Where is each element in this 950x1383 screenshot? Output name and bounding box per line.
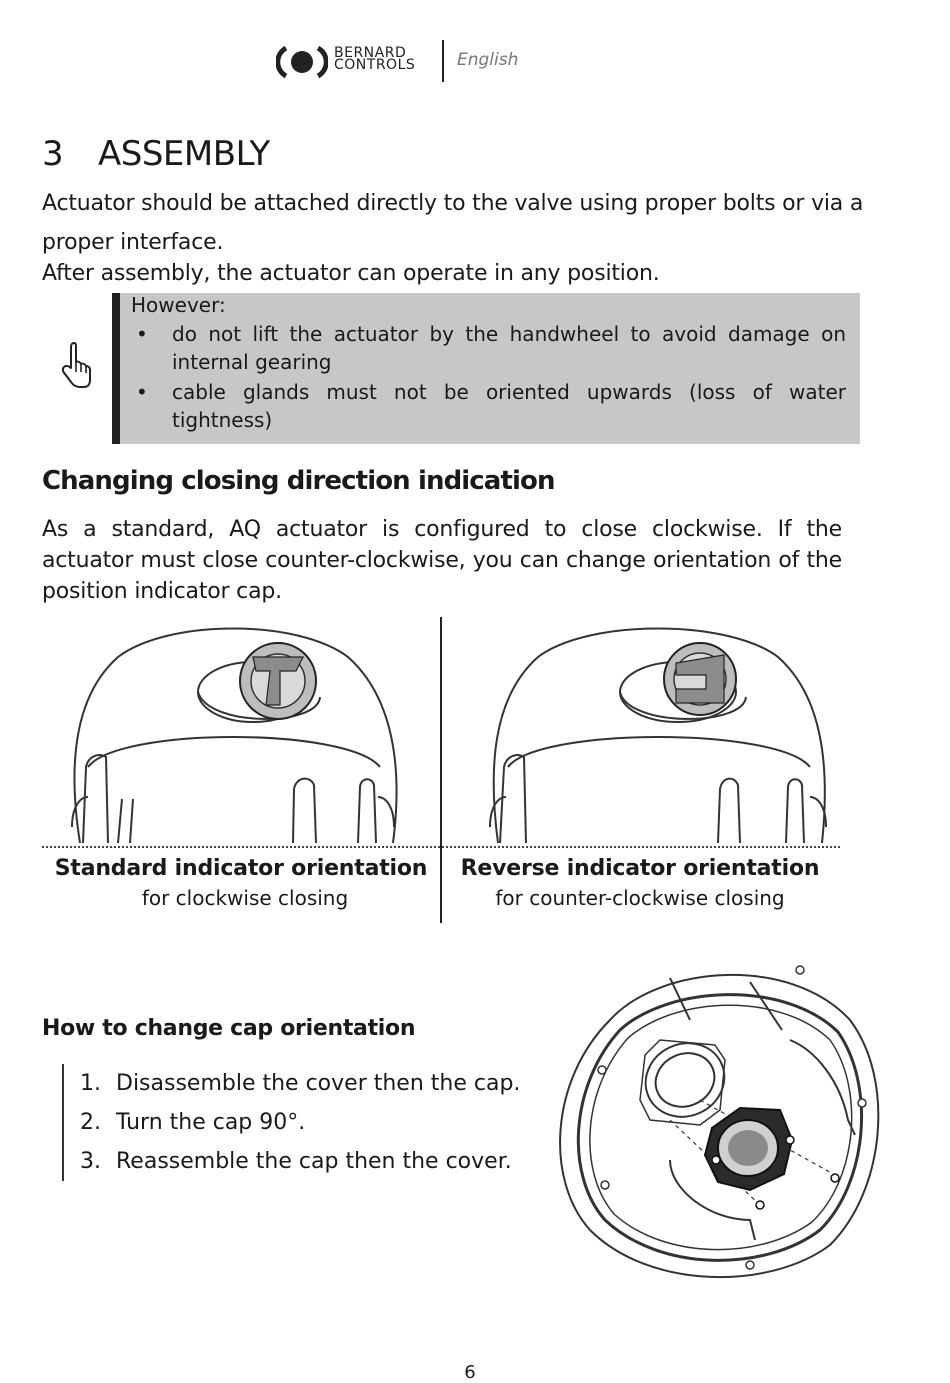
list-item: 1.Disassemble the cover then the cap. [80,1071,521,1096]
notice-box [112,293,860,444]
list-item: 2.Turn the cap 90°. [80,1110,306,1135]
notice-title: However: [131,293,226,317]
reverse-orientation-subtitle: for counter-clockwise closing [495,886,785,910]
notice-item: •cable glands must not be oriented upwar… [136,380,846,432]
notice-item: •do not lift the actuator by the handwhe… [136,322,846,374]
cover-interior-illustration [559,965,880,1279]
figure-divider [440,617,442,923]
standard-orientation-title: Standard indicator orientation [54,856,428,881]
how-to-heading: How to change cap orientation [42,1016,416,1041]
section-heading: 3 ASSEMBLY [42,134,270,174]
header-divider [442,40,444,82]
steps-list: 1.Disassemble the cover then the cap. 2.… [62,1064,520,1181]
subsection-heading: Changing closing direction indication [42,466,555,496]
standard-orientation-subtitle: for clockwise closing [141,886,349,910]
brand-wordmark: BERNARD CONTROLS [334,45,416,73]
standard-orientation-illustration [71,627,398,844]
closing-direction-paragraph: As a standard, AQ actuator is configured… [42,517,842,604]
pointing-hand-icon [61,342,91,388]
language-label: English [457,50,519,70]
reverse-orientation-illustration [489,627,827,844]
section-title: ASSEMBLY [98,134,270,174]
reverse-orientation-title: Reverse indicator orientation [460,856,820,881]
page-number: 6 [464,1362,476,1383]
position-paragraph: After assembly, the actuator can operate… [42,261,660,286]
section-number: 3 [42,134,64,174]
intro-paragraph: Actuator should be attached directly to … [42,191,864,255]
notice-list: •do not lift the actuator by the handwhe… [131,320,846,436]
list-item: 3.Reassemble the cap then the cover. [80,1149,512,1174]
bernard-controls-logo [276,45,328,79]
figure-baseline [42,846,840,848]
